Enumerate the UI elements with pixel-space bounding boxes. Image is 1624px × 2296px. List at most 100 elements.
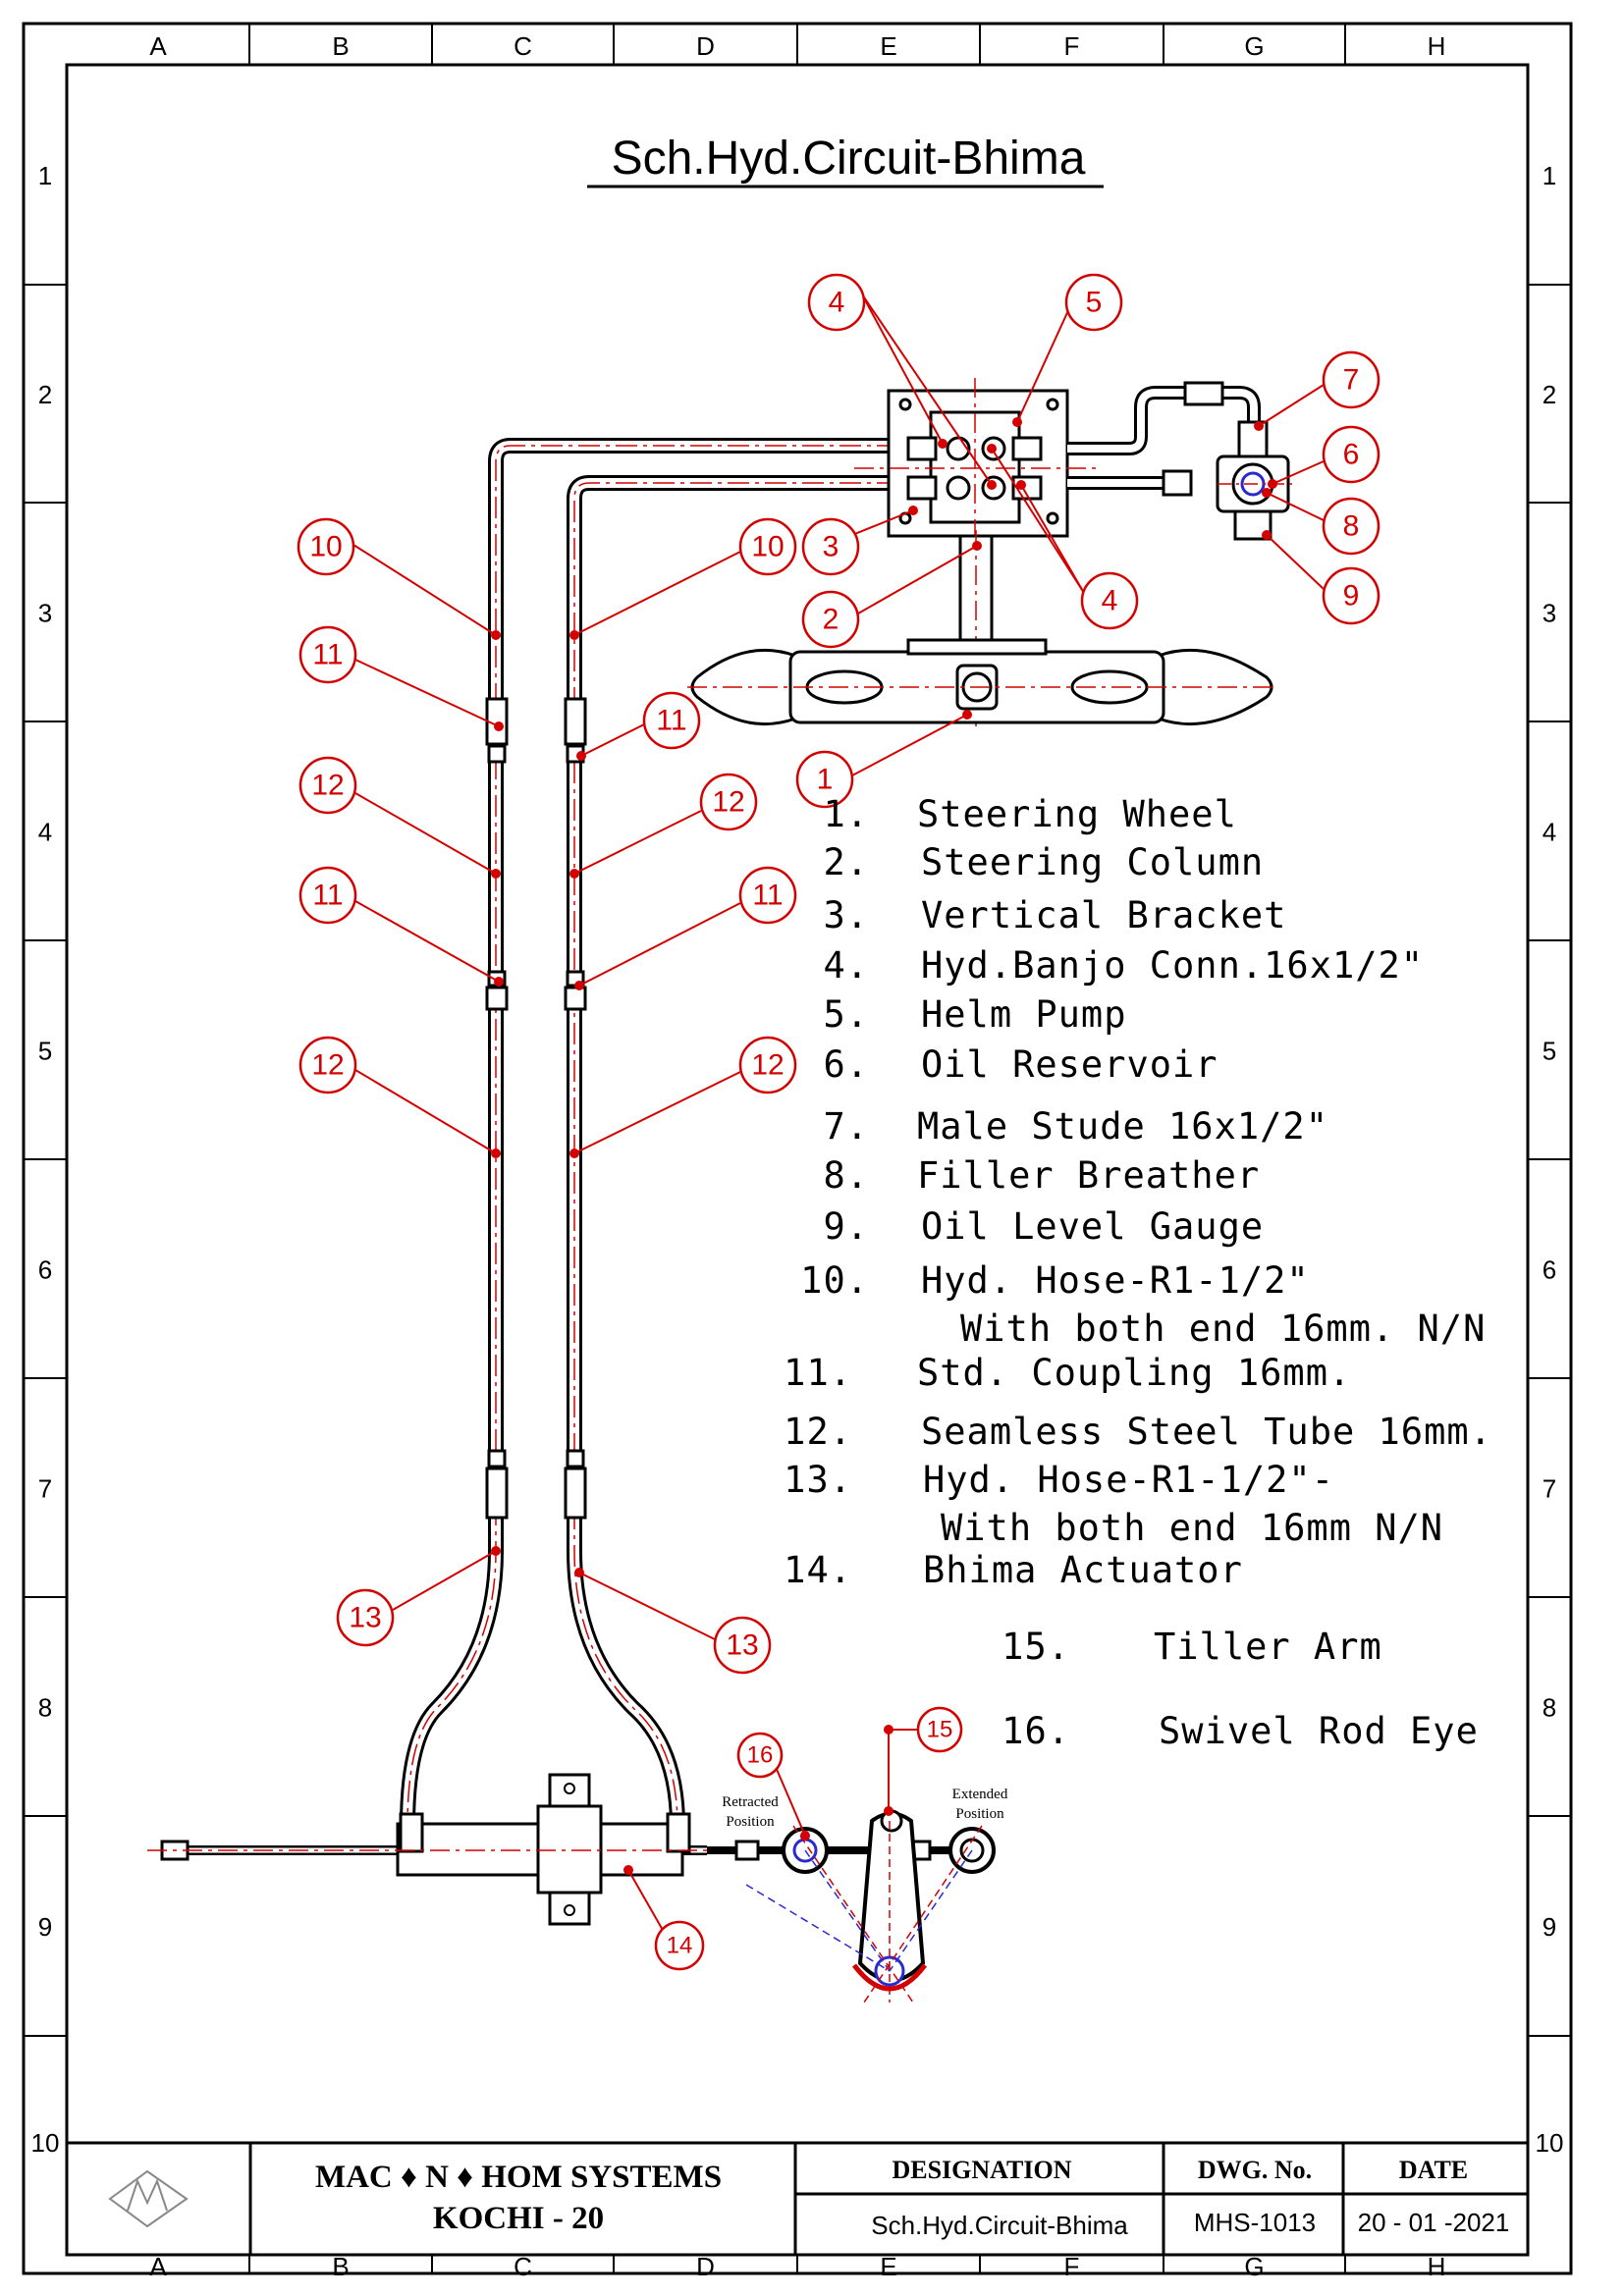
leader-dot (574, 981, 584, 990)
callout-number: 12 (311, 1049, 344, 1082)
leader-dot (1268, 479, 1277, 489)
leader-dot (1262, 530, 1272, 540)
zone-col-bottom-B: B (332, 2252, 349, 2281)
callout-number: 9 (1343, 580, 1360, 613)
leader-dot (962, 710, 972, 720)
zone-row-left-10: 10 (31, 2128, 60, 2158)
zone-col-top-B: B (332, 31, 349, 61)
leader-line (573, 810, 702, 875)
zone-row-right-8: 8 (1543, 1693, 1556, 1723)
coupling-right-upper (564, 697, 587, 746)
legend-number: 10. (800, 1259, 869, 1302)
zone-grid (24, 24, 1571, 2273)
company-city: KOCHI - 20 (433, 2201, 604, 2236)
legend-number: 2. (823, 841, 869, 883)
callout-number: 4 (1102, 585, 1118, 617)
leader-dot (987, 480, 997, 490)
leader-line (354, 659, 500, 727)
mount-hole (1046, 511, 1059, 525)
legend-text: Vertical Bracket (921, 894, 1286, 936)
zone-row-left-8: 8 (38, 1693, 52, 1723)
leader-dot (1262, 488, 1272, 498)
callout-number: 8 (1343, 510, 1360, 543)
legend-number: 5. (823, 993, 869, 1036)
right-hose-centerline (573, 482, 898, 1827)
callout-balloon (1064, 273, 1123, 332)
legend-text: Hyd.Banjo Conn.16x1/2" (921, 944, 1424, 987)
legend-number: 7. (823, 1105, 869, 1148)
callout-number: 2 (823, 604, 839, 636)
banjo-fitting-tl (906, 436, 938, 461)
male-stud-fitting (1183, 381, 1224, 406)
coupling-left-upper-nut (487, 744, 507, 764)
zone-row-right-3: 3 (1543, 599, 1556, 628)
leader-line (354, 792, 497, 875)
leader-line (861, 294, 993, 486)
leader-dot (491, 869, 501, 879)
zone-row-left-5: 5 (38, 1037, 52, 1066)
callout-number: 10 (309, 531, 342, 563)
zone-col-bottom-E: E (880, 2252, 896, 2281)
leader-dot (569, 869, 579, 879)
leader-line (627, 1869, 665, 1933)
leader-line (1258, 384, 1325, 427)
zone-col-top-A: A (149, 31, 167, 61)
callout-balloon (801, 517, 860, 576)
leader-dot (800, 1831, 810, 1841)
legend-number: 8. (823, 1154, 869, 1197)
leader-line (392, 1550, 497, 1611)
leader-line (1266, 492, 1325, 521)
zone-col-bottom-C: C (514, 2252, 532, 2281)
callout-balloon (736, 1732, 784, 1779)
zone-row-right-9: 9 (1543, 1912, 1556, 1942)
callout-balloon (1322, 497, 1380, 556)
leader-line (1016, 305, 1071, 423)
coupling-left-mid-nut (485, 986, 509, 1011)
leader-line (578, 902, 741, 987)
zone-col-top-D: D (696, 31, 715, 61)
zone-col-top-C: C (514, 31, 532, 61)
leader-line (354, 1069, 497, 1154)
leader-dot (1254, 421, 1264, 431)
callout-balloon (298, 756, 357, 815)
callout-number: 12 (751, 1049, 784, 1082)
callout-number: 16 (747, 1742, 774, 1769)
zone-row-left-1: 1 (38, 161, 52, 190)
callout-balloon (916, 1706, 963, 1753)
legend-text: Tiller Arm (1154, 1626, 1382, 1668)
legend-text: Helm Pump (921, 993, 1126, 1036)
leader-line (573, 1071, 741, 1154)
zone-row-right-1: 1 (1543, 161, 1556, 190)
legend-number: 6. (823, 1043, 869, 1086)
callout-number: 3 (823, 531, 839, 563)
zone-col-top-F: F (1064, 31, 1080, 61)
leader-line (857, 545, 978, 614)
callout-number: 11 (752, 880, 783, 912)
extended-label: Extended (952, 1787, 1008, 1802)
retracted-label: Retracted (722, 1794, 779, 1810)
leader-dot (938, 439, 947, 449)
zone-col-bottom-F: F (1064, 2252, 1080, 2281)
leader-line (354, 900, 500, 983)
leader-line (861, 294, 944, 445)
date-label: DATE (1399, 2156, 1468, 2184)
coupling-right-lower (564, 1467, 587, 1520)
legend-text-continued: With both end 16mm. N/N (960, 1308, 1486, 1350)
leader-dot (494, 977, 504, 987)
callout-balloon (1322, 350, 1380, 409)
leader-dot (491, 1148, 501, 1158)
zone-row-right-7: 7 (1543, 1474, 1556, 1504)
callout-number: 12 (311, 770, 344, 802)
retracted-label-2: Position (726, 1814, 775, 1830)
callout-balloon (642, 691, 701, 750)
leader-line (352, 544, 497, 636)
legend-number: 13. (784, 1459, 852, 1501)
banjo-fitting-bl (906, 475, 938, 501)
zone-row-right-2: 2 (1543, 380, 1556, 409)
legend-text: Hyd. Hose-R1-1/2"- (923, 1459, 1334, 1501)
callout-balloon (807, 273, 866, 332)
zone-row-left-4: 4 (38, 818, 52, 847)
callout-balloon (298, 866, 357, 925)
